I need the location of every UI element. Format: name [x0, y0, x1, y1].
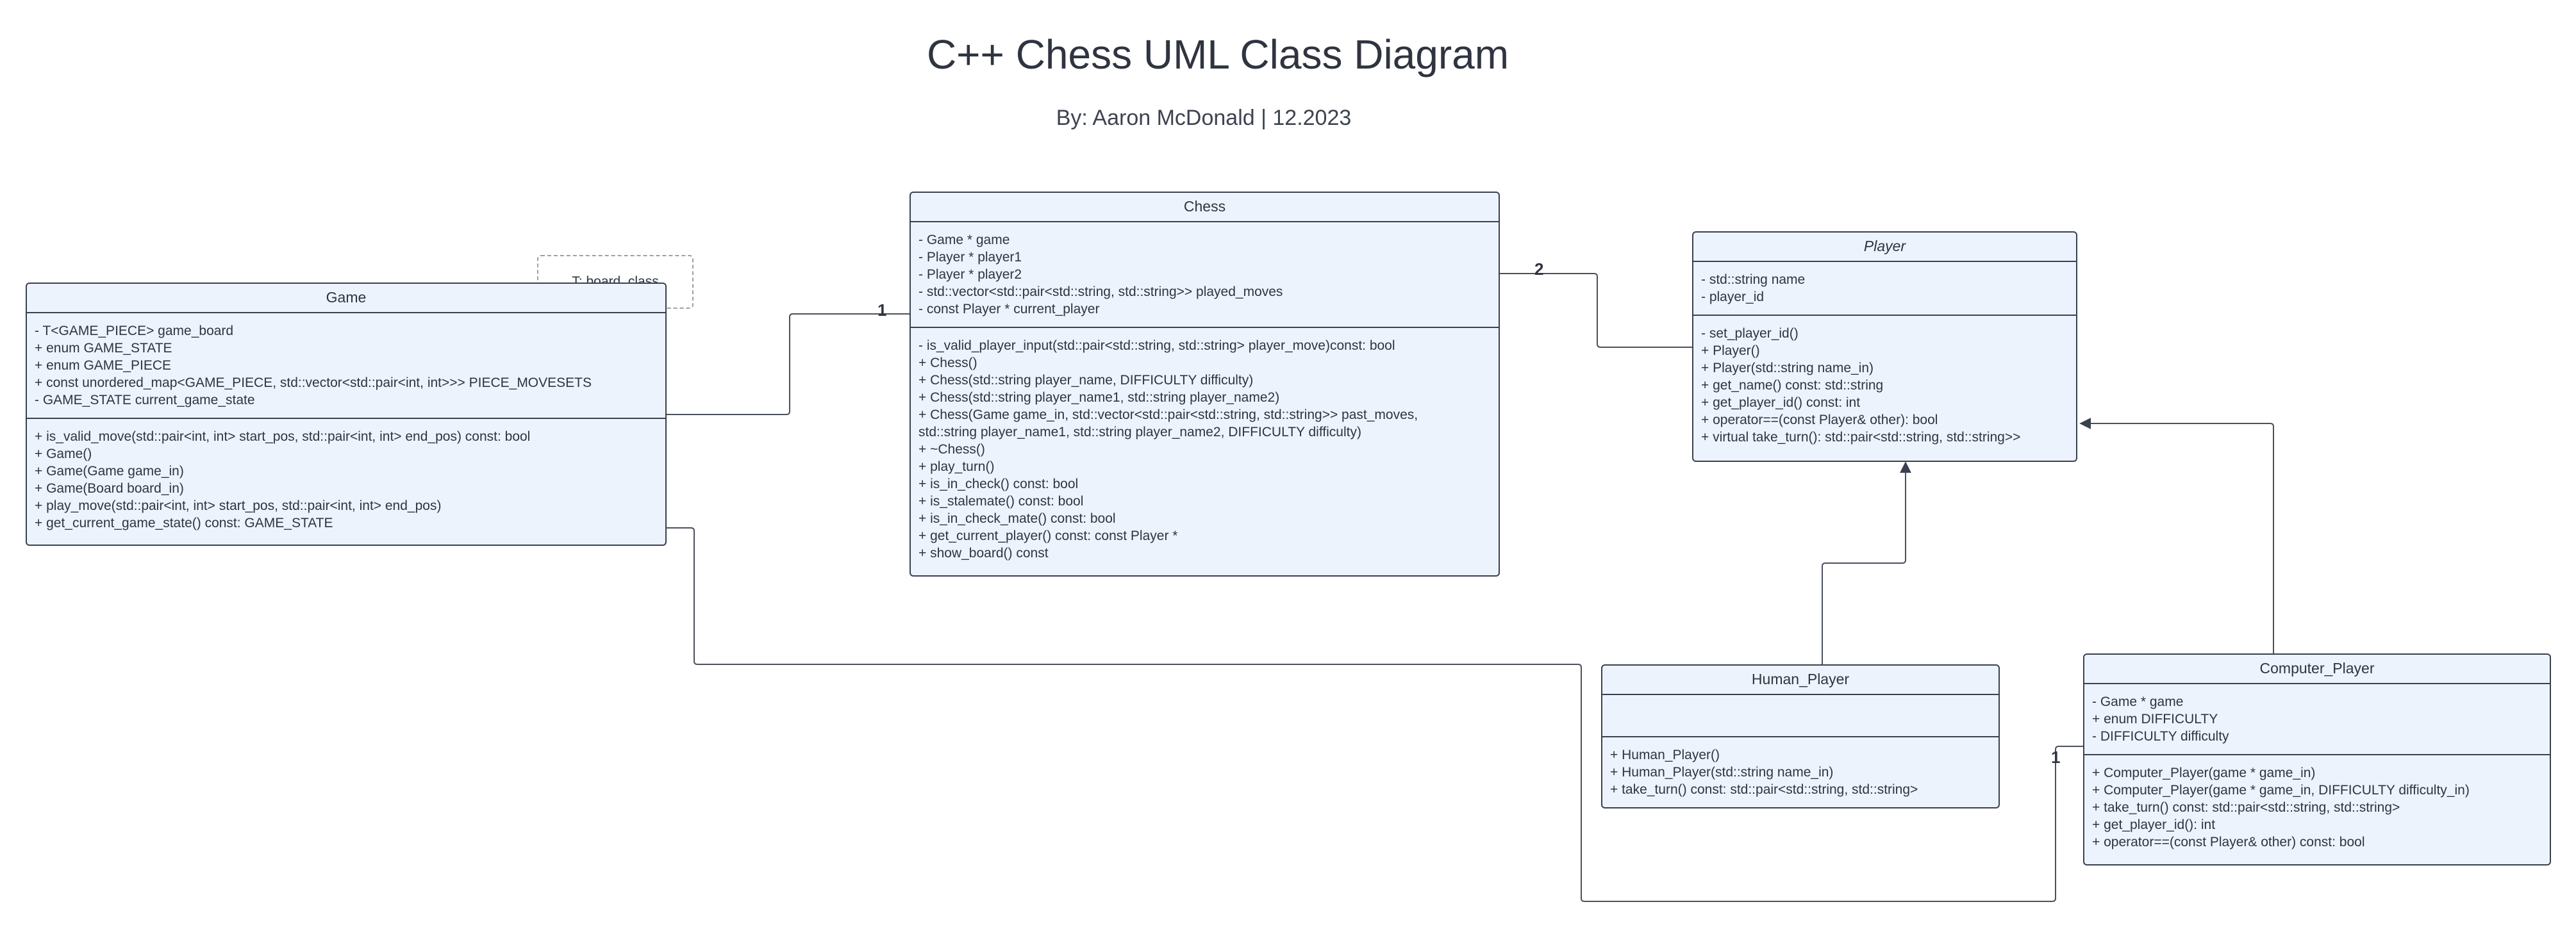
class-chess[interactable]: Chess - Game * game - Player * player1 - P… [910, 192, 1500, 577]
class-game[interactable]: Game - T<GAME_PIECE> game_board + enum GA… [26, 283, 667, 546]
member-line: + Player() [1701, 343, 1760, 358]
attributes-section: - std::string name- player_id [1693, 262, 2076, 316]
member-line: + Computer_Player(game * game_in) [2092, 766, 2316, 780]
inheritance-computer-player [2079, 418, 2274, 655]
member-line: - Game * game [2092, 694, 2184, 709]
member-line: + enum DIFFICULTY [2092, 712, 2218, 726]
class-name: Human_Player [1602, 666, 1998, 695]
member-line: - Player * player2 [918, 267, 1022, 282]
member-line: - T<GAME_PIECE> game_board [35, 324, 234, 338]
member-line: - DIFFICULTY difficulty [2092, 729, 2229, 744]
member-line: + Game(Board board_in) [35, 481, 184, 496]
member-line: + const unordered_map<GAME_PIECE, std::v… [35, 375, 592, 390]
class-human-player[interactable]: Human_Player + Human_Player()+ Human_Pla… [1601, 664, 2000, 808]
methods-section: + Human_Player()+ Human_Player(std::stri… [1602, 737, 1998, 807]
member-line: + enum GAME_PIECE [35, 358, 172, 373]
member-line: + show_board() const [918, 546, 1049, 561]
member-line: + get_current_game_state() const: GAME_S… [35, 516, 333, 530]
association-game-computer [667, 527, 2083, 902]
member-line: + ~Chess() [918, 442, 985, 457]
multiplicity-label: 1 [2051, 748, 2061, 767]
member-line: + get_current_player() const: const Play… [918, 529, 1178, 543]
member-line: + get_player_id() const: int [1701, 395, 1861, 410]
member-line: + Chess(Game game_in, std::vector<std::p… [918, 407, 1418, 422]
member-line: - const Player * current_player [918, 302, 1100, 316]
member-line: - Player * player1 [918, 250, 1022, 265]
methods-section: - is_valid_player_input(std::pair<std::s… [911, 328, 1499, 571]
member-line: + Game() [35, 447, 92, 461]
class-name: Chess [911, 193, 1499, 222]
member-line: + Player(std::string name_in) [1701, 361, 1874, 375]
member-line: + operator==(const Player& other) const:… [2092, 835, 2365, 849]
member-line: + play_turn() [918, 459, 995, 474]
diagram-title: C++ Chess UML Class Diagram [926, 31, 1509, 78]
member-line: - player_id [1701, 290, 1765, 304]
member-line: - Game * game [918, 233, 1010, 247]
member-line: + Human_Player() [1610, 748, 1720, 762]
methods-section: + Computer_Player(game * game_in) + Compu… [2084, 755, 2550, 860]
methods-section: + is_valid_move(std::pair<int, int> star… [27, 419, 665, 541]
member-line: - set_player_id() [1701, 326, 1799, 341]
class-name: Player [1693, 233, 2076, 262]
attributes-section: - Game * game + enum DIFFICULTY - DIFFICUL… [2084, 684, 2550, 755]
member-line: + is_in_check() const: bool [918, 477, 1079, 491]
member-line: - GAME_STATE current_game_state [35, 393, 255, 407]
member-line: + is_in_check_mate() const: bool [918, 511, 1116, 526]
member-line: + is_valid_move(std::pair<int, int> star… [35, 429, 531, 444]
attributes-section: - Game * game - Player * player1 - Player … [911, 222, 1499, 328]
member-line: - std::string name [1701, 272, 1806, 287]
class-name: Game [27, 284, 665, 313]
member-line: + operator==(const Player& other): bool [1701, 413, 1938, 427]
member-line: + Chess(std::string player_name1, std::s… [918, 390, 1280, 405]
diagram-subtitle: By: Aaron McDonald | 12.2023 [1056, 106, 1352, 130]
member-line: + is_stalemate() const: bool [918, 494, 1084, 509]
inheritance-human-player [1822, 461, 1911, 665]
multiplicity-label: 1 [877, 300, 887, 320]
class-player[interactable]: Player - std::string name- player_id - s… [1692, 231, 2077, 462]
association-chess-player [1500, 273, 1692, 348]
class-name: Computer_Player [2084, 655, 2550, 684]
member-line: + take_turn() const: std::pair<std::stri… [2092, 800, 2400, 815]
member-line: + Computer_Player(game * game_in, DIFFIC… [2092, 783, 2470, 798]
member-line: + Chess(std::string player_name, DIFFICU… [918, 373, 1254, 388]
methods-section: - set_player_id() + Player() + Player(std:… [1693, 316, 2076, 455]
member-line: + get_name() const: std::string [1701, 378, 1884, 393]
member-line: + enum GAME_STATE [35, 341, 172, 356]
class-computer-player[interactable]: Computer_Player - Game * game + enum DIFF… [2083, 653, 2551, 865]
member-line: + play_move(std::pair<int, int> start_po… [35, 498, 442, 513]
member-line: std::string player_name1, std::string pl… [918, 425, 1361, 439]
member-line: + Chess() [918, 356, 977, 370]
member-line: + get_player_id(): int [2092, 817, 2216, 832]
member-line: - std::vector<std::pair<std::string, std… [918, 284, 1283, 299]
member-line: + Game(Game game_in) [35, 464, 184, 479]
member-line: + Human_Player(std::string name_in) [1610, 765, 1834, 780]
member-line: + virtual take_turn(): std::pair<std::st… [1701, 430, 2021, 445]
attributes-section: - T<GAME_PIECE> game_board + enum GAME_ST… [27, 313, 665, 419]
association-game-chess [667, 313, 910, 415]
member-line: + take_turn() const: std::pair<std::stri… [1610, 782, 1918, 797]
attributes-section [1602, 695, 1998, 737]
multiplicity-label: 2 [1534, 259, 1544, 279]
member-line: - is_valid_player_input(std::pair<std::s… [918, 338, 1395, 353]
